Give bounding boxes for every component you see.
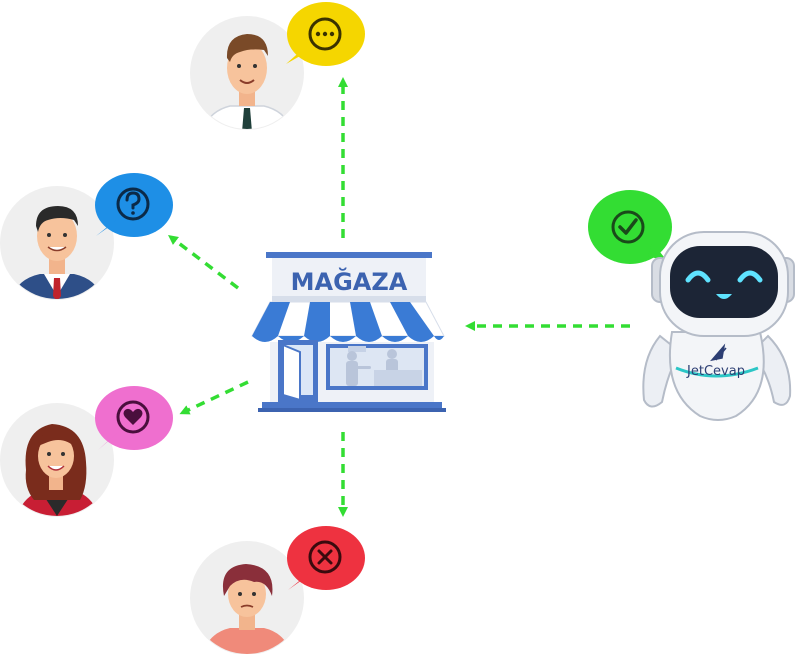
customer-top [190,2,365,130]
customer-upper-left-speech-bubble [95,173,173,237]
store: MAĞAZA [251,252,446,412]
customer-bottom [190,526,365,654]
check-icon [618,218,638,235]
x-icon [308,540,342,574]
arrows [168,77,630,517]
avatar [14,424,102,516]
question-icon [116,187,150,221]
bot-brand: JetCevap [686,364,745,379]
arrow-to-upper-left [168,234,240,290]
arrow-to-lower-left [179,380,249,415]
customer-top-speech-bubble [286,2,365,66]
heart-icon [116,400,150,434]
customer-upper-left [0,173,173,300]
customer-lower-left [0,386,173,517]
bot-mouth [716,294,732,299]
avatar [200,564,294,654]
store-sign-text: MAĞAZA [291,266,408,296]
customer-bottom-speech-bubble [287,526,365,590]
bot-eye-left [685,270,711,283]
ellipsis-icon [308,17,342,51]
store-sign [272,258,426,302]
customer-lower-left-speech-bubble [95,386,173,450]
bot-eye-right [737,270,763,283]
bot: JetCevap [588,190,795,421]
avatar [8,206,106,299]
bot-speech-bubble [588,190,672,264]
avatar [199,34,295,129]
bot-face-screen [670,246,778,318]
rocket-icon [710,343,727,362]
store-awning [251,301,445,342]
